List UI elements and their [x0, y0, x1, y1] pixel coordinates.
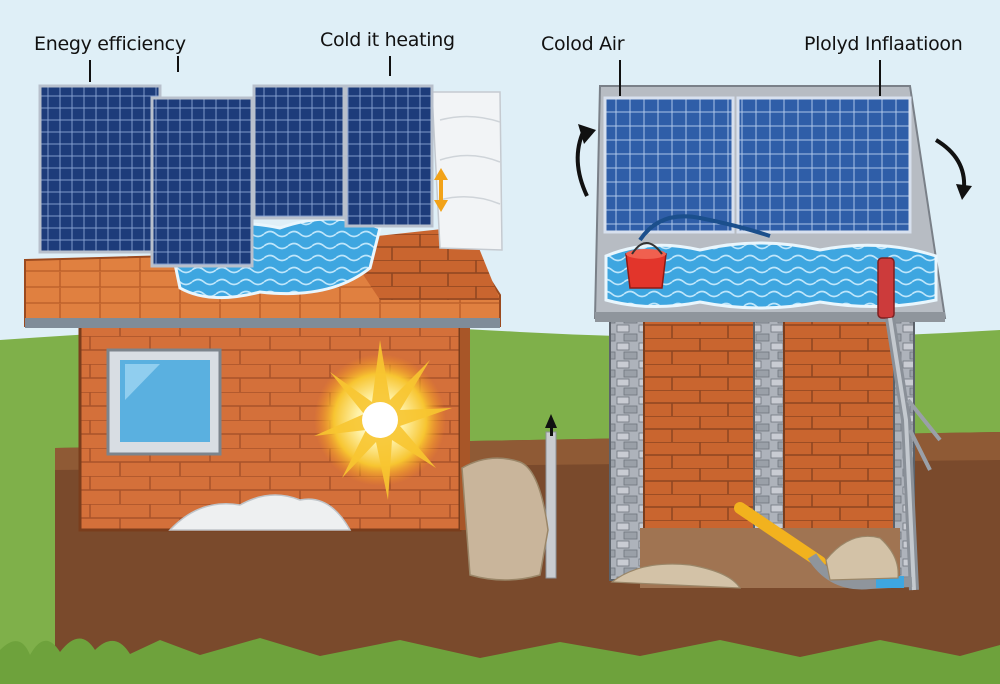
solar-panel-5 [603, 96, 735, 234]
solar-panel-1 [38, 84, 162, 254]
solar-panel-4 [344, 84, 434, 228]
solar-panel-2 [150, 96, 254, 268]
label-inflation: Plolyd Inflaatioon [804, 33, 963, 55]
hose [638, 214, 771, 242]
rubble-pile-left [610, 563, 742, 589]
label-cold-air: Colod Air [541, 33, 625, 55]
rubble-pile-right [825, 535, 899, 581]
right-wall-left [643, 317, 755, 531]
stone-pillar-middle [753, 317, 785, 531]
double-arrow-icon [434, 168, 448, 212]
label-energy-efficiency: Enegy efficiency [34, 33, 186, 55]
flame-icon [314, 340, 452, 500]
stone-pillar-left [609, 317, 645, 581]
left-roof-gutter [25, 318, 500, 328]
window-reflection [125, 364, 160, 400]
white-fabric [431, 91, 503, 251]
solar-panel-3 [252, 84, 346, 220]
right-roof-insulation [604, 241, 938, 310]
yellow-pipe [734, 502, 913, 590]
right-roof-edge [595, 312, 945, 322]
grass-fringe [0, 638, 1000, 684]
vertical-pipe [877, 257, 942, 591]
rubble-pile-center [461, 457, 549, 581]
left-house [24, 84, 503, 532]
bucket-icon [625, 242, 667, 289]
arrow-down-icon [934, 138, 972, 200]
arrow-up-icon [545, 414, 557, 428]
right-wall-right [783, 317, 895, 531]
arrow-up-icon [575, 124, 596, 197]
white-gravel [168, 494, 352, 531]
label-cold-heating: Cold it heating [320, 29, 455, 51]
right-house [593, 85, 947, 591]
center-pole [545, 414, 557, 579]
solar-panel-6 [736, 96, 912, 234]
